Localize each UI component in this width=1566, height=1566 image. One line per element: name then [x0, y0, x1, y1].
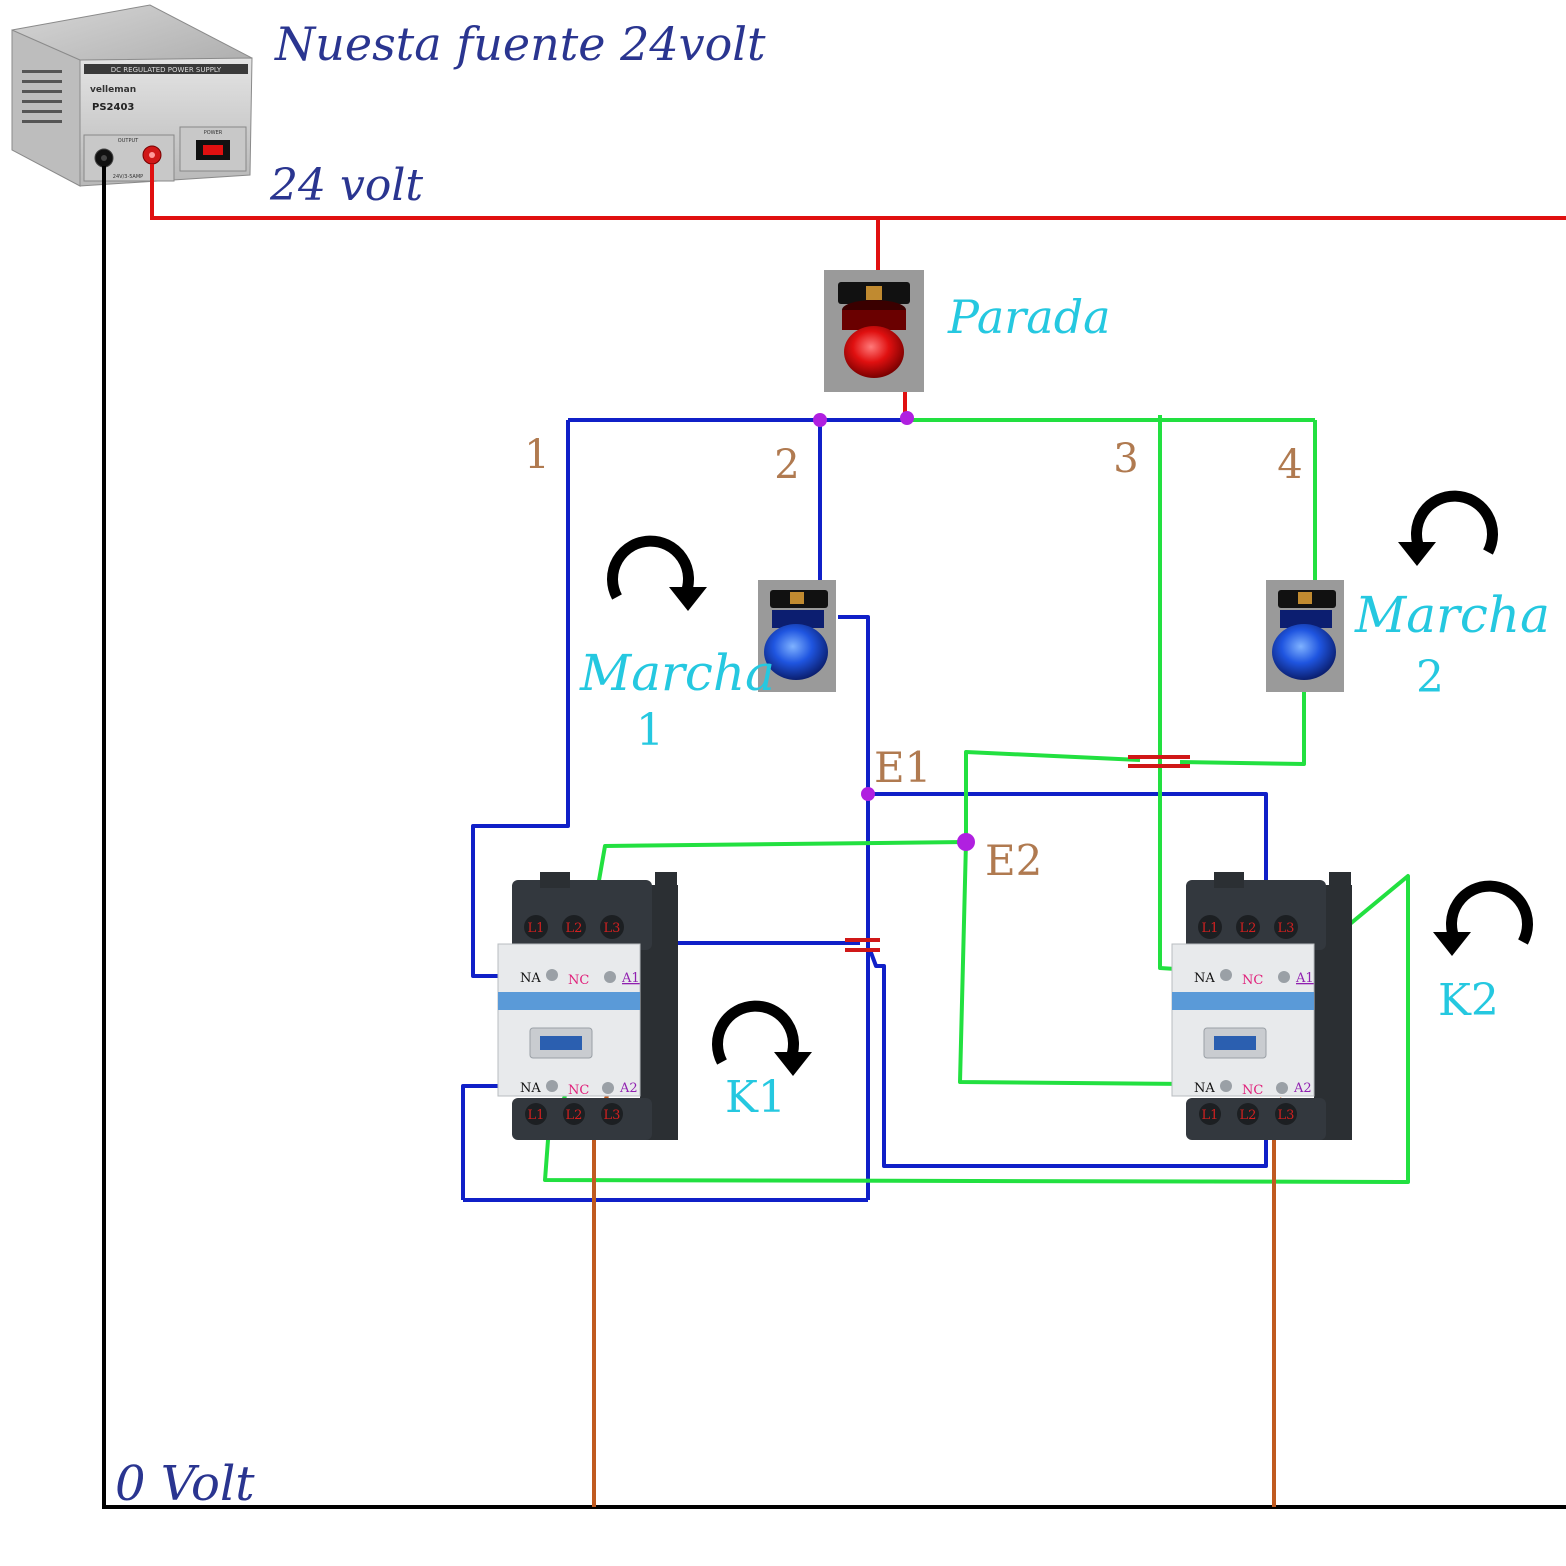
k2-terminal-top-l2: L2	[1240, 921, 1257, 936]
k2-contact-a1: A1	[1295, 971, 1314, 986]
k1-terminal-top-l1: L1	[528, 921, 545, 936]
k2-terminal-bottom-l1: L1	[1202, 1108, 1219, 1123]
psu-model: PS2403	[92, 102, 134, 113]
k2-contact-nc-bottom: NC	[1242, 1083, 1263, 1098]
k2-terminal-bottom-l3: L3	[1278, 1108, 1295, 1123]
start1-number: 1	[636, 705, 664, 756]
power-supply: DC REGULATED POWER SUPPLY velleman PS240…	[11, 4, 253, 187]
k1-terminal-bottom-l3: L3	[604, 1108, 621, 1123]
start-button-1[interactable]	[758, 580, 836, 692]
e1-label: E1	[874, 743, 931, 792]
k1-terminal-bottom-l2: L2	[566, 1108, 583, 1123]
k1-contact-a1: A1	[621, 971, 640, 986]
k2-contact-nc-top: NC	[1242, 973, 1263, 988]
branch-4-label: 4	[1277, 442, 1302, 488]
psu-output-label: OUTPUT	[118, 138, 139, 144]
k1-terminal-top-l2: L2	[566, 921, 583, 936]
stop-button[interactable]	[824, 270, 924, 392]
k1-label: K1	[725, 1072, 786, 1123]
coil-wiring	[592, 1095, 1284, 1507]
k1-contact-nc-top: NC	[568, 973, 589, 988]
k1-terminal-top-l3: L3	[604, 921, 621, 936]
k1-contact-na-top: NA	[520, 971, 541, 986]
branch-1-label: 1	[524, 432, 549, 478]
start1-label: Marcha	[579, 644, 775, 702]
rotate-counterclockwise-icon	[1398, 490, 1498, 566]
crossover-marks	[845, 755, 1190, 952]
contactor-k2: L1 L2 L3 NA NC A1 NA NC A2 L1 L2 L3	[1171, 872, 1352, 1140]
stop-button-label: Parada	[947, 290, 1111, 344]
contactor-k1: L1 L2 L3 NA NC A1 NA NC A2 L1 L2 L3	[497, 872, 678, 1140]
k1-contact-nc-bottom: NC	[568, 1083, 589, 1098]
psu-rating: 24V/3-5AMP	[113, 174, 143, 180]
k2-contact-a2: A2	[1293, 1081, 1312, 1096]
k1-contact-a2: A2	[619, 1081, 638, 1096]
psu-brand: velleman	[90, 85, 136, 95]
k2-terminal-top-l1: L1	[1202, 921, 1219, 936]
start2-number: 2	[1416, 652, 1444, 703]
rotate-clockwise-icon	[607, 535, 707, 611]
blue-wiring	[461, 418, 1268, 1202]
k1-contact-na-bottom: NA	[520, 1081, 541, 1096]
k2-terminal-top-l3: L3	[1278, 921, 1295, 936]
supply-title: Nuesta fuente 24volt	[274, 17, 766, 71]
junction-dots	[813, 411, 975, 851]
k2-terminal-bottom-l2: L2	[1240, 1108, 1257, 1123]
k1-terminal-bottom-l1: L1	[528, 1108, 545, 1123]
rotate-clockwise-icon	[712, 1000, 812, 1076]
supply-24v-label: 24 volt	[269, 160, 423, 211]
zero-volt-label: 0 Volt	[115, 1456, 255, 1512]
rotate-counterclockwise-icon	[1433, 880, 1533, 956]
branch-2-label: 2	[774, 442, 799, 488]
start-button-2[interactable]	[1266, 580, 1344, 692]
branch-3-label: 3	[1113, 436, 1138, 482]
k2-contact-na-top: NA	[1194, 971, 1215, 986]
psu-header: DC REGULATED POWER SUPPLY	[111, 66, 222, 74]
k2-label: K2	[1438, 975, 1499, 1026]
psu-power-label: POWER	[204, 130, 223, 136]
k2-contact-na-bottom: NA	[1194, 1081, 1215, 1096]
e2-label: E2	[985, 836, 1042, 885]
start2-label: Marcha	[1354, 586, 1550, 644]
